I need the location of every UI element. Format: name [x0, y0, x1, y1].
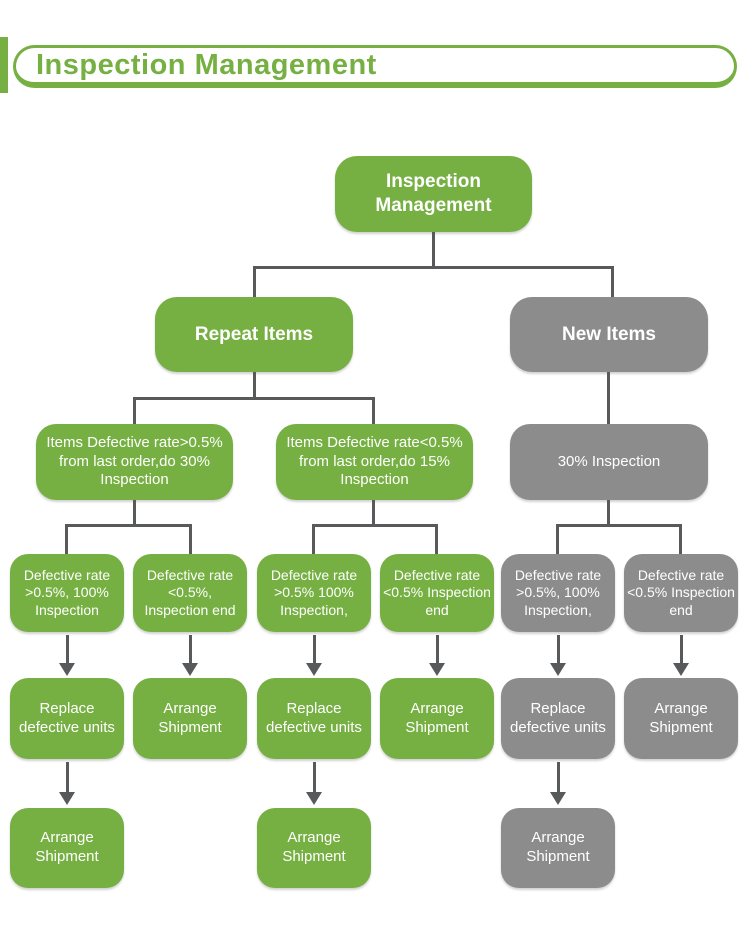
connector-line: [372, 397, 375, 424]
node-arrange-shipment-a: Arrange Shipment: [133, 678, 247, 759]
node-arrange-shipment-b: Arrange Shipment: [380, 678, 494, 759]
node-arrange-shipment-final-a: Arrange Shipment: [10, 808, 124, 888]
connector-line: [253, 372, 256, 399]
node-new-items: New Items: [510, 297, 708, 372]
connector-line: [607, 500, 610, 526]
down-arrow-icon: [182, 635, 198, 676]
down-arrow-icon: [306, 762, 322, 805]
node-rate-gt05-100-inspection-c: Defective rate >0.5%, 100% Inspection,: [501, 554, 615, 632]
node-rate-lt05-inspection-end-c: Defective rate <0.5% Inspection end: [624, 554, 738, 632]
node-rate-lt05-inspection-end-b: Defective rate <0.5% Inspection end: [380, 554, 494, 632]
page-header: Inspection Management: [13, 45, 737, 88]
node-high-defective-rate-30pct: Items Defective rate>0.5% from last orde…: [36, 424, 233, 500]
node-30-percent-inspection: 30% Inspection: [510, 424, 708, 500]
connector-line: [611, 266, 614, 297]
node-arrange-shipment-c: Arrange Shipment: [624, 678, 738, 759]
connector-line: [435, 524, 438, 554]
down-arrow-icon: [306, 635, 322, 676]
node-repeat-items: Repeat Items: [155, 297, 353, 372]
page-title: Inspection Management: [36, 48, 377, 81]
connector-line: [432, 232, 435, 268]
node-arrange-shipment-final-b: Arrange Shipment: [257, 808, 371, 888]
down-arrow-icon: [59, 762, 75, 805]
node-rate-lt05-inspection-end-a: Defective rate <0.5%, Inspection end: [133, 554, 247, 632]
connector-line: [253, 266, 256, 297]
node-replace-defective-units-c: Replace defective units: [501, 678, 615, 759]
down-arrow-icon: [59, 635, 75, 676]
connector-line: [133, 397, 375, 400]
node-replace-defective-units-a: Replace defective units: [10, 678, 124, 759]
connector-line: [133, 397, 136, 424]
connector-line: [312, 524, 438, 527]
node-rate-gt05-100-inspection-a: Defective rate >0.5%, 100% Inspection: [10, 554, 124, 632]
connector-line: [189, 524, 192, 554]
node-arrange-shipment-final-c: Arrange Shipment: [501, 808, 615, 888]
connector-line: [65, 524, 68, 554]
connector-line: [312, 524, 315, 554]
header-accent-bar: [0, 37, 8, 93]
down-arrow-icon: [429, 635, 445, 676]
connector-line: [253, 266, 614, 269]
down-arrow-icon: [550, 635, 566, 676]
connector-line: [372, 500, 375, 526]
node-low-defective-rate-15pct: Items Defective rate<0.5% from last orde…: [276, 424, 473, 500]
connector-line: [607, 372, 610, 424]
connector-line: [679, 524, 682, 554]
connector-line: [133, 500, 136, 526]
node-rate-gt05-100-inspection-b: Defective rate >0.5% 100% Inspection,: [257, 554, 371, 632]
down-arrow-icon: [673, 635, 689, 676]
connector-line: [556, 524, 559, 554]
down-arrow-icon: [550, 762, 566, 805]
node-inspection-management: Inspection Management: [335, 156, 532, 232]
connector-line: [556, 524, 682, 527]
connector-line: [65, 524, 192, 527]
node-replace-defective-units-b: Replace defective units: [257, 678, 371, 759]
